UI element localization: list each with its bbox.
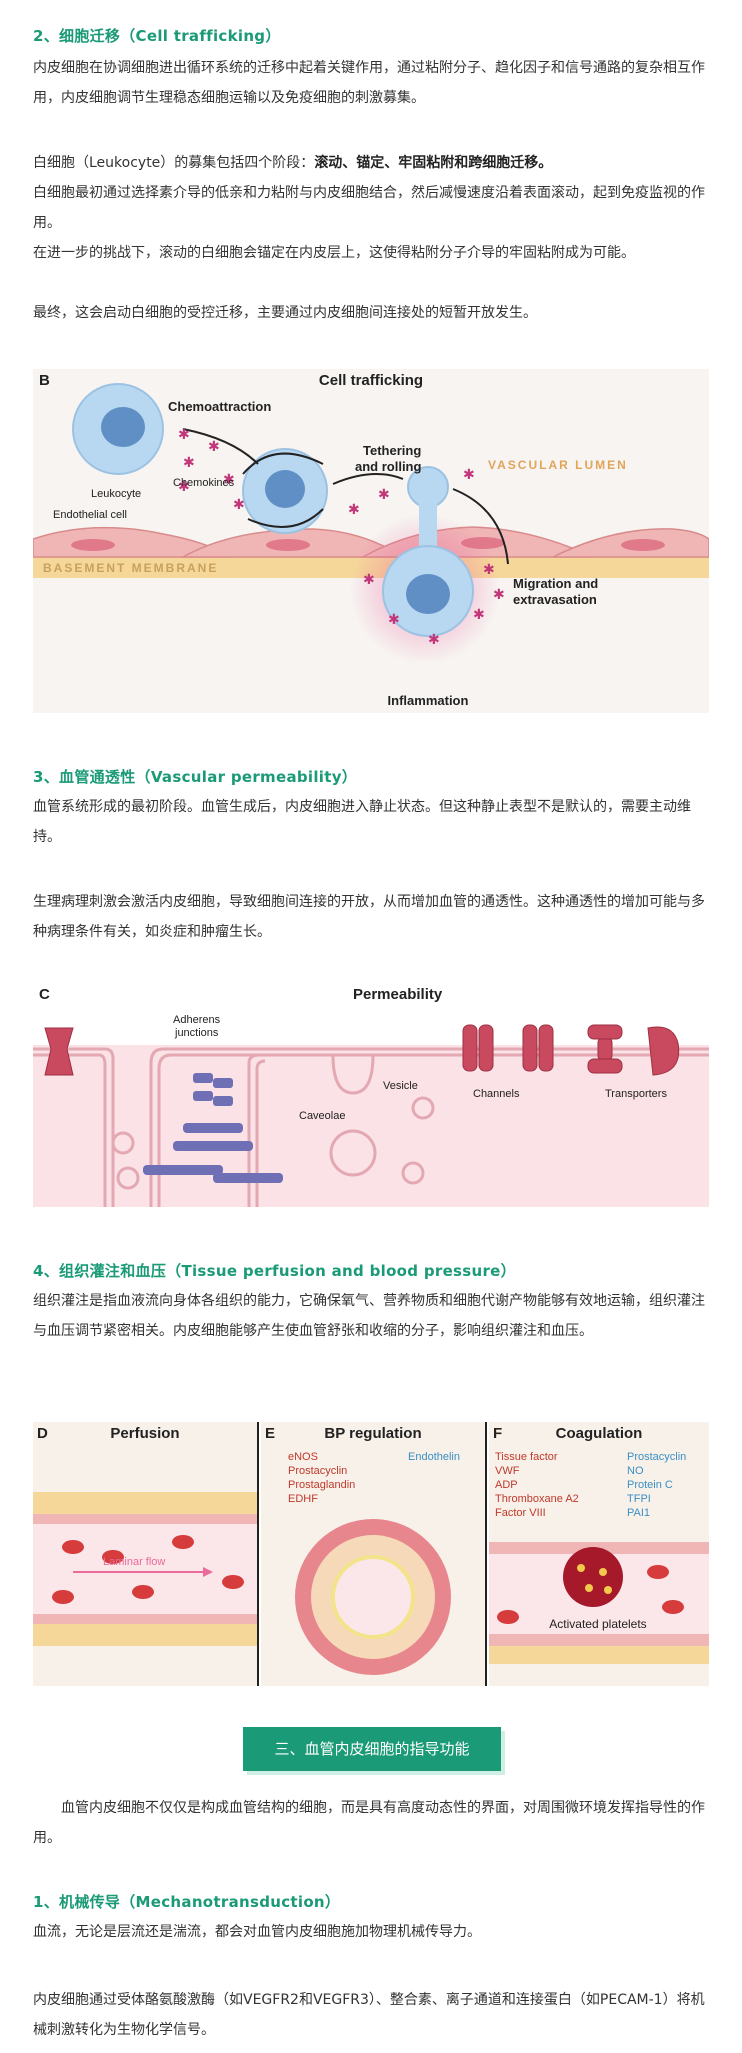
label-chemoattraction: Chemoattraction (168, 399, 271, 414)
figure-letter: B (39, 372, 50, 389)
figure-cell-trafficking: BASEMENT MEMBRANE ✱✱✱ ✱✱✱ ✱✱✱ ✱✱✱ ✱✱✱ B … (33, 369, 709, 713)
svg-text:✱: ✱ (463, 466, 475, 482)
svg-text:✱: ✱ (348, 501, 360, 517)
figure-perfusion-bp-coagulation: D Perfusion Laminar flow E BP regulation… (33, 1422, 709, 1686)
svg-text:✱: ✱ (208, 438, 220, 454)
label-laminar-flow: Laminar flow (103, 1556, 165, 1568)
paragraph: 最终，这会启动白细胞的受控迁移，主要通过内皮细胞间连接处的短暂开放发生。 (33, 305, 537, 321)
label-adherens: Adherens (173, 1014, 221, 1026)
svg-text:✱: ✱ (378, 486, 390, 502)
svg-text:✱: ✱ (233, 496, 245, 512)
f-procoagulant: Thromboxane A2 (495, 1493, 579, 1505)
label-migration: Migration and (513, 576, 598, 591)
f-anticoagulant: TFPI (627, 1493, 651, 1505)
label-caveolae: Caveolae (299, 1110, 345, 1122)
panel-f-letter: F (493, 1425, 502, 1442)
svg-text:✱: ✱ (363, 571, 375, 587)
basement-membrane-label: BASEMENT MEMBRANE (43, 561, 218, 575)
section-title-mechanotransduction: 1、机械传导（Mechanotransduction） (33, 1893, 341, 1911)
label-channels: Channels (473, 1088, 520, 1100)
svg-text:✱: ✱ (473, 606, 485, 622)
label-transporters: Transporters (605, 1088, 667, 1100)
f-procoagulant: ADP (495, 1479, 518, 1491)
label-endothelial-cell: Endothelial cell (53, 509, 127, 521)
e-mediator: Prostaglandin (288, 1479, 355, 1491)
section-title-cell-trafficking: 2、细胞迁移（Cell trafficking） (33, 27, 281, 45)
figure-permeability: C Permeability Adherens junctions Vesicl… (33, 983, 709, 1207)
label-extravasation: extravasation (513, 592, 597, 607)
paragraph-text: 白细胞（Leukocyte）的募集包括四个阶段： (33, 155, 315, 171)
svg-text:✱: ✱ (428, 631, 440, 647)
label-vesicle: Vesicle (383, 1080, 418, 1092)
panel-f-title: Coagulation (556, 1425, 643, 1442)
paragraph-bold: 滚动、锚定、牢固粘附和跨细胞迁移。 (314, 155, 553, 171)
paragraph-intro: 血管内皮细胞不仅仅是构成血管结构的细胞，而是具有高度动态性的界面，对周围微环境发… (33, 1800, 705, 1846)
paragraph: 内皮细胞在协调细胞进出循环系统的迁移中起着关键作用，通过粘附分子、趋化因子和信号… (33, 60, 705, 106)
e-endothelin: Endothelin (408, 1451, 460, 1463)
paragraph: 白细胞最初通过选择素介导的低亲和力粘附与内皮细胞结合，然后减慢速度沿着表面滚动，… (33, 185, 705, 231)
svg-text:✱: ✱ (493, 586, 505, 602)
e-mediator: Prostacyclin (288, 1465, 347, 1477)
figure-title: Permeability (353, 986, 443, 1003)
f-anticoagulant: PAI1 (627, 1507, 650, 1519)
paragraph: 生理病理刺激会激活内皮细胞，导致细胞间连接的开放，从而增加血管的通透性。这种通透… (33, 894, 705, 940)
svg-text:✱: ✱ (178, 426, 190, 442)
section-title-vascular-permeability: 3、血管通透性（Vascular permeability） (33, 768, 358, 786)
panel-e-title: BP regulation (324, 1425, 421, 1442)
section-banner: 三、血管内皮细胞的指导功能 (243, 1727, 501, 1771)
paragraph: 组织灌注是指血液流向身体各组织的能力，它确保氧气、营养物质和细胞代谢产物能够有效… (33, 1293, 705, 1339)
label-activated-platelets: Activated platelets (549, 1617, 646, 1631)
label-rolling: and rolling (355, 459, 422, 474)
panel-e-letter: E (265, 1425, 275, 1442)
svg-text:✱: ✱ (178, 478, 190, 494)
f-procoagulant: Factor VIII (495, 1507, 546, 1519)
paragraph: 血流，无论是层流还是湍流，都会对血管内皮细胞施加物理机械传导力。 (33, 1924, 481, 1940)
paragraph: 内皮细胞通过受体酪氨酸激酶（如VEGFR2和VEGFR3）、整合素、离子通道和连… (33, 1992, 705, 2038)
figure-letter: C (39, 986, 50, 1003)
svg-text:✱: ✱ (483, 561, 495, 577)
e-mediator: eNOS (288, 1451, 318, 1463)
figure-title: Cell trafficking (319, 372, 423, 389)
section-title-tissue-perfusion: 4、组织灌注和血压（Tissue perfusion and blood pre… (33, 1262, 516, 1280)
panel-d-title: Perfusion (110, 1425, 179, 1442)
label-vascular-lumen: VASCULAR LUMEN (488, 458, 628, 472)
svg-text:✱: ✱ (388, 611, 400, 627)
label-junctions: junctions (174, 1027, 219, 1039)
e-mediator: EDHF (288, 1493, 318, 1505)
label-leukocyte: Leukocyte (91, 488, 141, 500)
f-anticoagulant: Protein C (627, 1479, 673, 1491)
label-inflammation: Inflammation (388, 693, 469, 708)
label-chemokines: Chemokines (173, 477, 235, 489)
svg-text:✱: ✱ (183, 454, 195, 470)
f-anticoagulant: Prostacyclin (627, 1451, 686, 1463)
paragraph: 在进一步的挑战下，滚动的白细胞会锚定在内皮层上，这使得粘附分子介导的牢固粘附成为… (33, 245, 635, 261)
paragraph: 血管系统形成的最初阶段。血管生成后，内皮细胞进入静止状态。但这种静止表型不是默认… (33, 799, 691, 845)
f-procoagulant: VWF (495, 1465, 520, 1477)
label-tethering: Tethering (363, 443, 421, 458)
f-anticoagulant: NO (627, 1465, 644, 1477)
paragraph: 白细胞（Leukocyte）的募集包括四个阶段：滚动、锚定、牢固粘附和跨细胞迁移… (33, 148, 709, 178)
f-procoagulant: Tissue factor (495, 1451, 558, 1463)
panel-d-letter: D (37, 1425, 48, 1442)
svg-text:✱: ✱ (223, 471, 235, 487)
